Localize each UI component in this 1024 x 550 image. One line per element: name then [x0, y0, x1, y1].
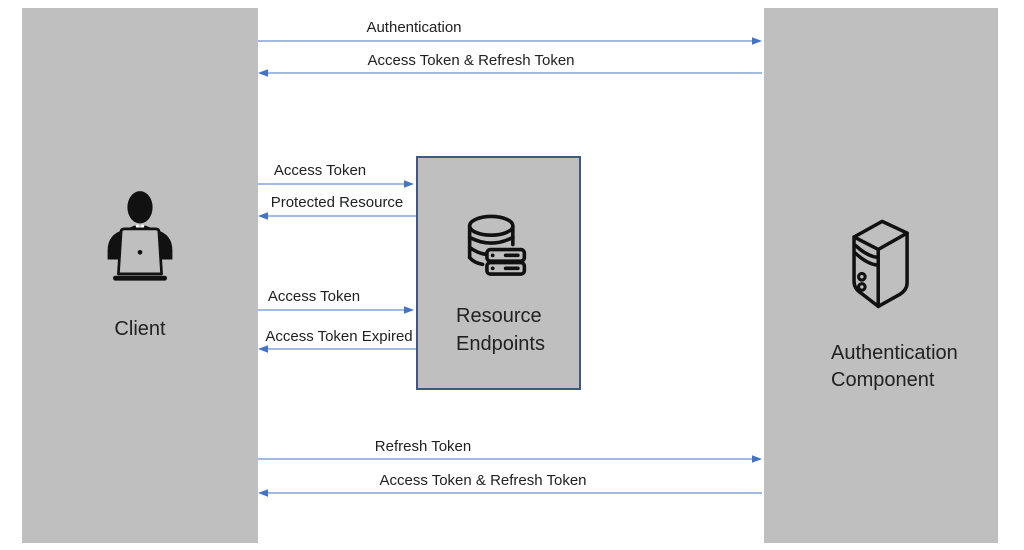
auth-label-line1: Authentication [831, 342, 958, 364]
resource-label-line1: Resource [456, 305, 542, 327]
arrowhead-right-icon [752, 37, 762, 45]
arrowhead-right-icon [404, 180, 414, 188]
resource-endpoints-box [416, 156, 581, 390]
arrowhead-left-icon [258, 69, 268, 77]
arrow-label-access-token-1: Access Token [273, 162, 367, 179]
arrow-label-refresh-token: Refresh Token [374, 438, 472, 455]
arrow-label-authentication: Authentication [366, 19, 462, 36]
authentication-component-panel [764, 8, 998, 543]
database-icon [467, 214, 527, 276]
arrowhead-right-icon [404, 306, 414, 314]
arrowhead-left-icon [258, 345, 268, 353]
client-panel [22, 8, 258, 543]
arrowhead-right-icon [752, 455, 762, 463]
client-label: Client [114, 318, 166, 340]
auth-label-line2: Component [831, 369, 935, 391]
arrowhead-left-icon [258, 212, 268, 220]
authentication-component-label: Authentication Component [831, 340, 958, 394]
arrow-label-protected-resource: Protected Resource [270, 194, 404, 211]
arrow-label-access-refresh-top: Access Token & Refresh Token [367, 52, 575, 69]
person-at-laptop-icon [107, 191, 173, 281]
server-tower-icon [852, 219, 909, 309]
arrow-label-token-expired: Access Token Expired [265, 328, 413, 345]
arrow-label-access-token-2: Access Token [267, 288, 361, 305]
resource-label-line2: Endpoints [456, 333, 545, 355]
arrowhead-left-icon [258, 489, 268, 497]
resource-endpoints-label: Resource Endpoints [456, 302, 545, 358]
arrow-label-access-refresh-bottom: Access Token & Refresh Token [379, 472, 587, 489]
